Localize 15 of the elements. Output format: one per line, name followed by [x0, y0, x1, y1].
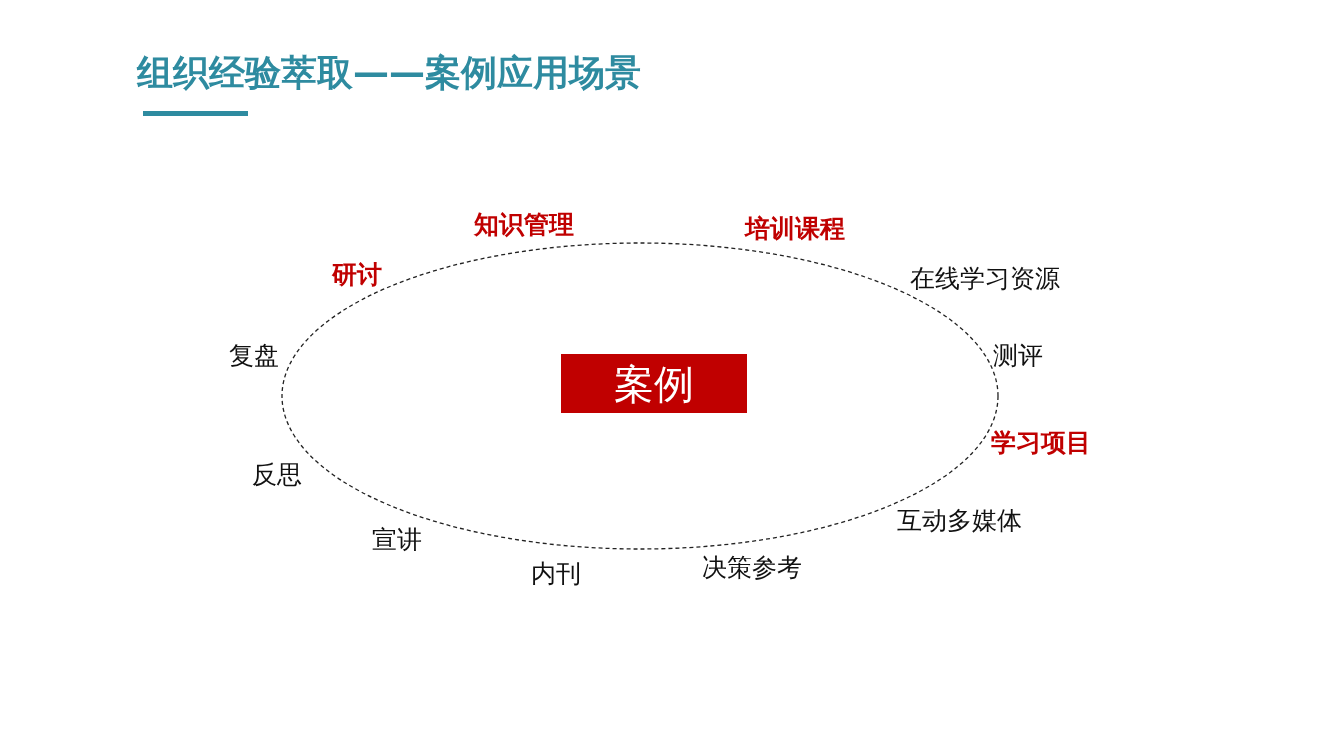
scenario-label: 复盘 — [229, 341, 279, 371]
box-label: 案例 — [614, 359, 694, 409]
scenario-label: 测评 — [993, 341, 1043, 371]
scenario-label: 学习项目 — [991, 428, 1091, 458]
scenario-label: 内刊 — [531, 559, 581, 589]
center-box — [561, 354, 747, 413]
scenario-label: 决策参考 — [702, 553, 802, 583]
scenario-label: 在线学习资源 — [910, 264, 1060, 294]
scenario-label: 知识管理 — [474, 210, 574, 240]
scenario-label: 研讨 — [332, 260, 382, 290]
scenario-label: 宣讲 — [372, 525, 422, 555]
scenario-label: 反思 — [252, 460, 302, 490]
scenario-label: 互动多媒体 — [897, 506, 1022, 536]
title: 组织经验萃取——案例应用场景 — [137, 51, 641, 95]
scenario-label: 培训课程 — [745, 214, 845, 244]
